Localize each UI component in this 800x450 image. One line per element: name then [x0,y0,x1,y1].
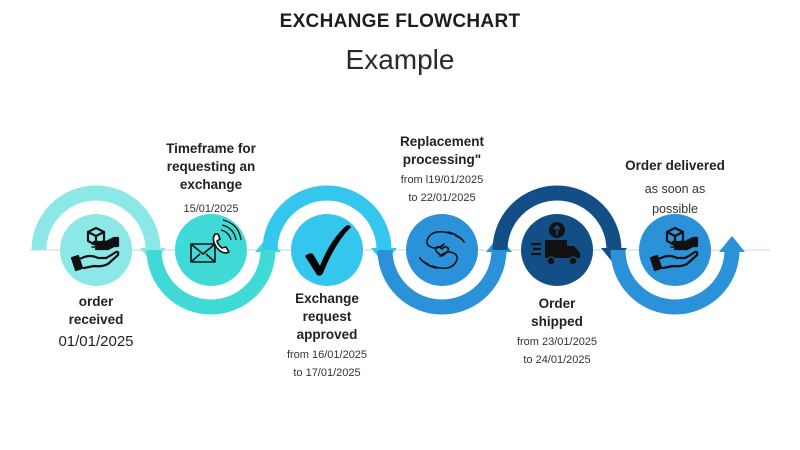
step-title: Timeframe for [166,141,256,156]
step-label: Exchange request approved from 16/01/2025 to… [262,290,392,382]
step-title: shipped [531,314,583,329]
arrow-up-icon [719,236,745,252]
step-date: to 17/01/2025 [293,367,361,379]
step-circle [175,214,247,286]
flow-arc [31,185,161,251]
step-label: Timeframe for requesting an exchange 15/01/… [146,140,276,218]
step-label: Order delivered as soon as possible [605,157,745,219]
step-date: to 22/01/2025 [408,192,476,204]
flow-arc [262,185,392,251]
step-date: from l19/01/2025 [400,174,484,186]
step-title: approved [296,327,358,342]
step-date: to 24/01/2025 [523,354,591,366]
step-circle [291,214,363,286]
step-title: Order delivered [625,158,725,173]
step-title: Exchange [295,291,359,306]
step-node [291,214,363,286]
step-node [639,214,711,286]
step-title: received [68,312,124,327]
step-date: 15/01/2025 [183,203,239,215]
step-date: from 23/01/2025 [516,336,598,348]
step-date: possible [652,202,698,216]
step-title: exchange [179,177,243,192]
flow-arc [492,185,622,251]
step-title: processing" [402,152,482,167]
step-node [60,214,132,286]
step-title: request [302,309,352,324]
step-date: as soon as [644,182,706,196]
step-node [521,214,593,286]
flow-arc [377,249,507,315]
flow-arc [146,249,276,315]
step-label: order received 01/01/2025 [36,293,156,353]
step-node [406,214,478,286]
step-circle [406,214,478,286]
step-label: Replacement processing" from l19/01/2025 to… [377,133,507,207]
flow-arc [610,249,740,315]
page-title: EXCHANGE FLOWCHART [279,11,521,32]
step-date: from 16/01/2025 [286,349,368,361]
step-title: order [78,294,114,309]
step-title: requesting an [166,159,256,174]
step-node [175,214,247,286]
step-date: 01/01/2025 [58,333,134,350]
step-title: Replacement [399,134,485,149]
page-subtitle: Example [345,44,455,75]
step-title: Order [538,296,576,311]
step-label: Order shipped from 23/01/2025 to 24/01/2025 [492,295,622,369]
